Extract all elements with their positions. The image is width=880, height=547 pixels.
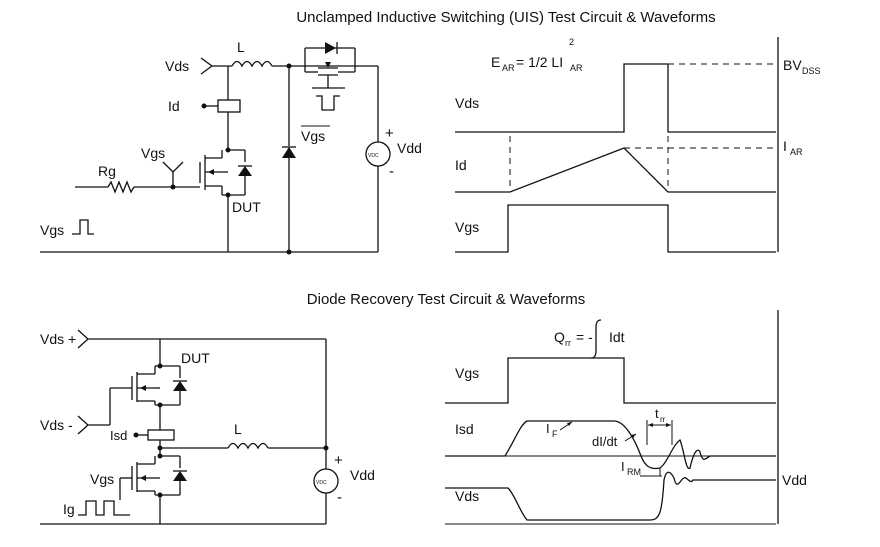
uis-vds-label: Vds xyxy=(165,58,189,74)
freewheel-diode xyxy=(282,147,296,158)
ear-sub2: AR xyxy=(570,63,583,73)
integral-sign xyxy=(590,319,602,359)
uis-l-label: L xyxy=(237,39,245,55)
uis-minus-label: - xyxy=(389,163,394,180)
bvdss-sub: DSS xyxy=(802,66,821,76)
diode-vgs-label: Vgs xyxy=(90,471,114,487)
clamp-switch xyxy=(304,42,356,111)
diode-vdc-label: VDC xyxy=(316,480,327,486)
uis-dut-label: DUT xyxy=(232,199,261,215)
diode-waveforms xyxy=(445,310,779,525)
diode-l-label: L xyxy=(234,421,242,437)
diode-vgs-waveform xyxy=(445,357,776,404)
isd-label: Isd xyxy=(110,428,127,443)
iar-main: I xyxy=(783,138,787,154)
uis-vds-waveform xyxy=(455,63,776,133)
diode-title: Diode Recovery Test Circuit & Waveforms xyxy=(307,291,585,308)
uis-vdc-label: VDC xyxy=(368,153,379,159)
current-sense-id xyxy=(217,99,241,113)
diode-wf-isd-label: Isd xyxy=(455,421,474,437)
iar-sub: AR xyxy=(790,147,803,157)
diode-dut-label: DUT xyxy=(181,350,210,366)
uis-id-waveform xyxy=(455,147,776,193)
uis-plus-label: + xyxy=(385,125,394,142)
ear-superscript: 2 xyxy=(569,37,574,47)
ig-pulse-icon xyxy=(78,500,130,516)
clamp-gate-pulse-icon xyxy=(316,95,340,111)
vgs-pulse-icon xyxy=(72,219,94,235)
diode-circuit xyxy=(40,329,339,525)
gate-resistor-rg xyxy=(107,180,135,194)
uis-vdd-label: Vdd xyxy=(397,140,422,156)
current-sense-isd xyxy=(147,429,175,441)
uis-vgs-label: Vgs xyxy=(141,145,165,161)
vds-minus-label: Vds - xyxy=(40,417,73,433)
uis-wf-vgs-label: Vgs xyxy=(455,219,479,235)
dut-upper-mosfet xyxy=(109,339,187,430)
inductor-l-diode xyxy=(227,442,269,450)
diode-wf-vds-label: Vds xyxy=(455,488,479,504)
if-sub: F xyxy=(552,429,558,439)
dut-mosfet xyxy=(199,147,252,252)
inductor-l xyxy=(231,60,273,68)
vds-plus-terminal xyxy=(77,329,89,349)
bvdss-main: BV xyxy=(783,57,802,73)
dut-lower-mosfet xyxy=(119,448,187,524)
trr-main: t xyxy=(655,406,659,421)
uis-circuit xyxy=(40,42,391,255)
irm-sub: RM xyxy=(627,467,641,477)
uis-rg-label: Rg xyxy=(98,163,116,179)
uis-title: Unclamped Inductive Switching (UIS) Test… xyxy=(296,9,715,26)
irm-main: I xyxy=(621,459,625,474)
qrr-equation: = - xyxy=(576,329,593,345)
diode-vds-waveform xyxy=(445,471,776,521)
if-main: I xyxy=(546,421,550,436)
qrr-main: Q xyxy=(554,329,565,345)
uis-wf-id-label: Id xyxy=(455,157,467,173)
ear-sub: AR xyxy=(502,63,515,73)
uis-vgs-pulse-label: Vgs xyxy=(40,222,64,238)
vds-plus-label: Vds + xyxy=(40,331,76,347)
uis-vgs-waveform xyxy=(455,204,776,253)
diode-minus-label: - xyxy=(337,489,342,506)
diode-vdd-label: Vdd xyxy=(350,467,375,483)
uis-wf-vds-label: Vds xyxy=(455,95,479,111)
vds-terminal xyxy=(200,57,214,75)
uis-id-label: Id xyxy=(168,98,180,114)
qrr-integrand: Idt xyxy=(609,329,625,345)
diode-plus-label: + xyxy=(334,452,343,469)
diode-wf-vgs-label: Vgs xyxy=(455,365,479,381)
didt-label: dI/dt xyxy=(592,434,618,449)
vds-minus-terminal xyxy=(77,415,89,435)
uis-vgs-bar-label: Vgs xyxy=(301,128,325,144)
vgs-probe xyxy=(162,161,184,173)
uis-waveforms xyxy=(455,37,779,253)
ear-e: E xyxy=(491,54,500,70)
ig-label: Ig xyxy=(63,501,75,517)
qrr-sub: rr xyxy=(565,338,571,348)
ear-equation: = 1/2 LI xyxy=(516,54,563,70)
diode-vdd-right-label: Vdd xyxy=(782,472,807,488)
trr-sub: rr xyxy=(660,415,666,424)
